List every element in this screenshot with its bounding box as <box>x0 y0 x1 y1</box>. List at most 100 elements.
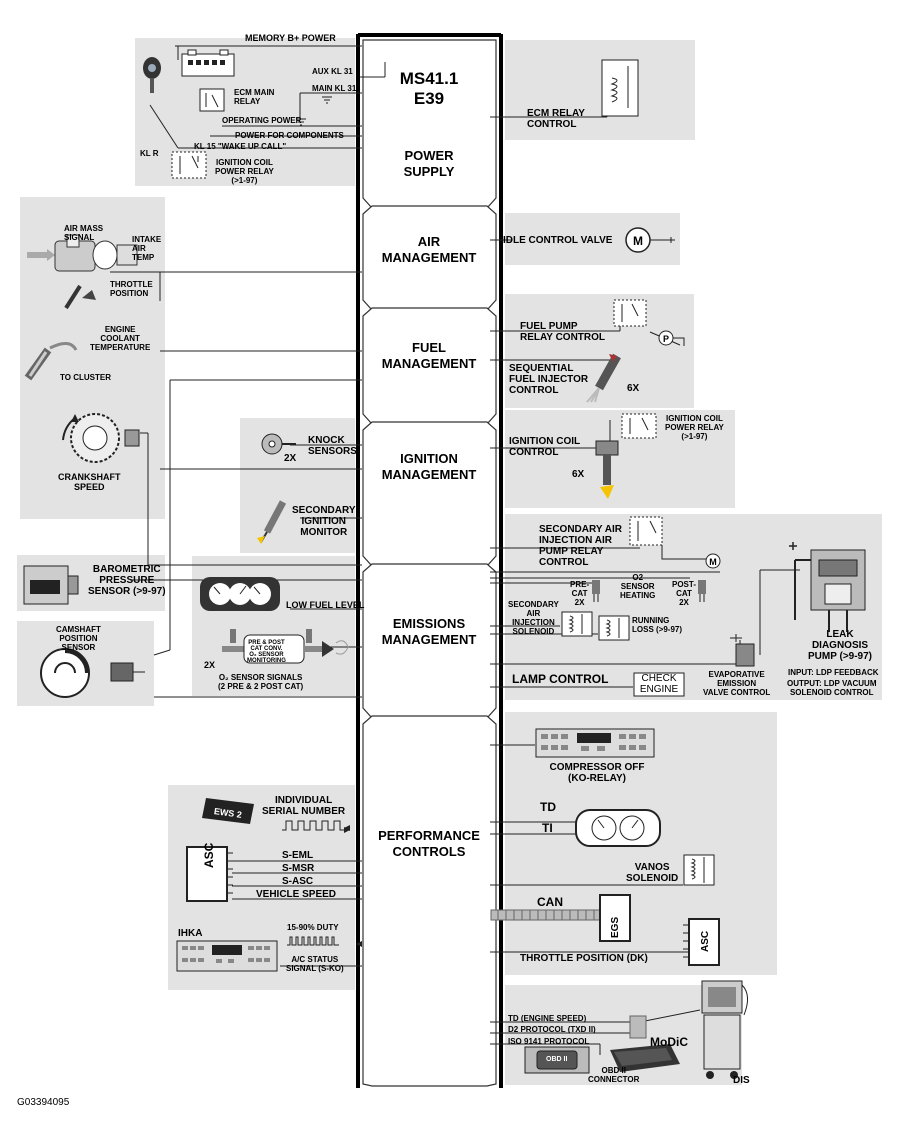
s-asc-label: S-ASC <box>282 876 314 887</box>
post-cat-label: POST- CAT 2X <box>672 580 697 607</box>
ldp-input-label: INPUT: LDP FEEDBACK <box>788 668 879 677</box>
crankshaft-speed-label: CRANKSHAFT SPEED <box>58 472 121 492</box>
s-eml-label: S-EML <box>282 850 314 861</box>
ihka-label: IHKA <box>178 928 203 939</box>
ihka-panel-icon <box>176 940 278 972</box>
fuel-pump-relay-label: FUEL PUMP RELAY CONTROL <box>520 321 606 343</box>
fuel-injector-label: SEQUENTIAL FUEL INJECTOR CONTROL <box>509 363 589 396</box>
key-icon <box>143 57 161 93</box>
idle-valve-motor-icon: M <box>625 227 674 253</box>
ldp-pump-icon <box>789 542 866 632</box>
ign-coil-relay-icon-right <box>621 413 657 439</box>
catalytic-converter-icon <box>222 629 349 664</box>
sec-air-relay-icon: M <box>629 516 721 569</box>
td-engine-speed-label: TD (ENGINE SPEED) <box>508 1014 587 1023</box>
intake-temp-label: INTAKE AIR TEMP <box>132 235 162 262</box>
ign-coil-control-label: IGNITION COIL CONTROL <box>509 436 581 458</box>
section-emissions-management: EMISSIONS MANAGEMENT <box>381 616 477 647</box>
fuel-injector-count: 6X <box>627 383 640 394</box>
vanos-solenoid-icon <box>683 854 715 886</box>
check-engine-lamp-icon <box>633 672 685 697</box>
power-right-panel <box>500 40 695 140</box>
vanos-label: VANOS SOLENOID <box>626 862 679 884</box>
compressor-off-label: COMPRESSOR OFF (KO-RELAY) <box>549 762 645 784</box>
svg-text:M: M <box>709 557 717 567</box>
evap-label: EVAPORATIVE EMISSION VALVE CONTROL <box>703 670 771 697</box>
section-fuel-management: FUEL MANAGEMENT <box>381 340 477 371</box>
obd-connector-icon <box>524 1046 590 1074</box>
obd-connector-label: OBD II CONNECTOR <box>588 1066 640 1084</box>
ews-module-icon: EWS 2 <box>202 798 254 824</box>
throttle-position-label: THROTTLE POSITION <box>110 280 153 298</box>
fuel-pump-relay-icon: P <box>613 299 685 346</box>
ignition-right-panel <box>500 410 735 508</box>
spark-plug-icon <box>257 500 287 544</box>
air-mass-meter-icon <box>27 234 138 272</box>
connector-block-icon <box>629 1015 647 1039</box>
ign-coil-count: 6X <box>572 469 585 480</box>
main-kl31-label: MAIN KL 31 <box>312 84 357 93</box>
duty-label: 15-90% DUTY <box>287 923 339 932</box>
coolant-label: ENGINE COOLANT TEMPERATURE <box>90 325 151 352</box>
throttle-sensor-icon <box>64 284 96 310</box>
vehicle-speed-label: VEHICLE SPEED <box>256 889 337 900</box>
ecm-main-relay-label: ECM MAIN RELAY <box>234 88 275 106</box>
o2-sensor-post-icon <box>698 580 706 602</box>
modic-label: MoDiC <box>650 1035 688 1049</box>
knock-sensor-icon <box>261 433 296 455</box>
section-performance-controls: PERFORMANCE CONTROLS <box>378 828 480 859</box>
to-cluster-label: TO CLUSTER <box>60 373 111 382</box>
dis-label: DIS <box>733 1075 750 1086</box>
camshaft-label: CAMSHAFT POSITION SENSOR <box>56 625 101 652</box>
o2-sensor-pre-icon <box>592 580 600 602</box>
low-fuel-label: LOW FUEL LEVEL <box>286 600 365 610</box>
sec-air-solenoid-label: SECONDARY AIR INJECTION SOLENOID <box>508 600 559 636</box>
svg-text:P: P <box>663 334 669 344</box>
svg-text:EWS 2: EWS 2 <box>213 806 242 820</box>
check-engine-label: CHECK ENGINE <box>639 673 679 695</box>
ti-label: TI <box>542 821 553 835</box>
section-ignition-management: IGNITION MANAGEMENT <box>381 451 477 482</box>
ldp-output-label: OUTPUT: LDP VACUUM SOLENOID CONTROL <box>787 679 877 697</box>
instrument-cluster-icon <box>575 809 661 847</box>
sec-air-relay-label: SECONDARY AIR INJECTION AIR PUMP RELAY C… <box>539 524 622 568</box>
air-mass-signal-label: AIR MASS SIGNAL <box>64 224 104 242</box>
power-components-label: POWER FOR COMPONENTS <box>235 131 344 140</box>
serial-pulse-icon <box>282 820 350 833</box>
duty-pulse-icon <box>287 936 339 946</box>
ign-coil-icon <box>595 440 619 499</box>
secondary-ignition-label: SECONDARY IGNITION MONITOR <box>292 505 356 538</box>
d2-protocol-label: D2 PROTOCOL (TXD II) <box>508 1025 596 1034</box>
ecm-main-relay-icon <box>199 88 225 112</box>
asc-module-icon <box>186 846 233 902</box>
ignition-left-panel <box>240 418 357 553</box>
ecm-chassis: E39 <box>413 89 445 108</box>
camshaft-sensor-icon <box>40 648 145 698</box>
can-bus-icon <box>490 909 602 921</box>
section-power-supply: POWER SUPPLY <box>403 148 455 179</box>
td-label: TD <box>540 800 556 814</box>
modic-icon <box>610 1044 680 1072</box>
lamp-control-label: LAMP CONTROL <box>512 672 609 686</box>
ign-coil-relay-label: IGNITION COIL POWER RELAY (>1-97) <box>215 158 274 185</box>
asc-right-label: ASC <box>700 930 711 952</box>
egs-label: EGS <box>610 916 621 938</box>
o2-heating-label: O2 SENSOR HEATING <box>620 573 656 600</box>
asc-module-right-icon <box>683 918 720 966</box>
o2-count-label: 2X <box>204 660 216 670</box>
serial-number-label: INDIVIDUAL SERIAL NUMBER <box>262 795 346 817</box>
asc-left-label: ASC <box>202 842 216 868</box>
kl15-label: KL 15 "WAKE UP CALL" <box>194 142 287 151</box>
knock-sensors-count: 2X <box>284 453 297 464</box>
dis-tester-icon <box>701 980 748 1079</box>
throttle-dk-label: THROTTLE POSITION (DK) <box>520 953 648 964</box>
figure-id: G03394095 <box>17 1097 70 1108</box>
operating-power-label: OPERATING POWER <box>222 116 302 125</box>
cluster-icon <box>200 577 280 611</box>
ecm-relay-control-label: ECM RELAY CONTROL <box>527 108 585 130</box>
o2-signals-label: O₂ SENSOR SIGNALS (2 PRE & 2 POST CAT) <box>218 673 304 691</box>
running-loss-solenoid-icon <box>598 615 630 641</box>
ldp-label: LEAK DIAGNOSIS PUMP (>9-97) <box>808 629 873 662</box>
pre-cat-label: PRE- CAT 2X <box>570 580 590 607</box>
